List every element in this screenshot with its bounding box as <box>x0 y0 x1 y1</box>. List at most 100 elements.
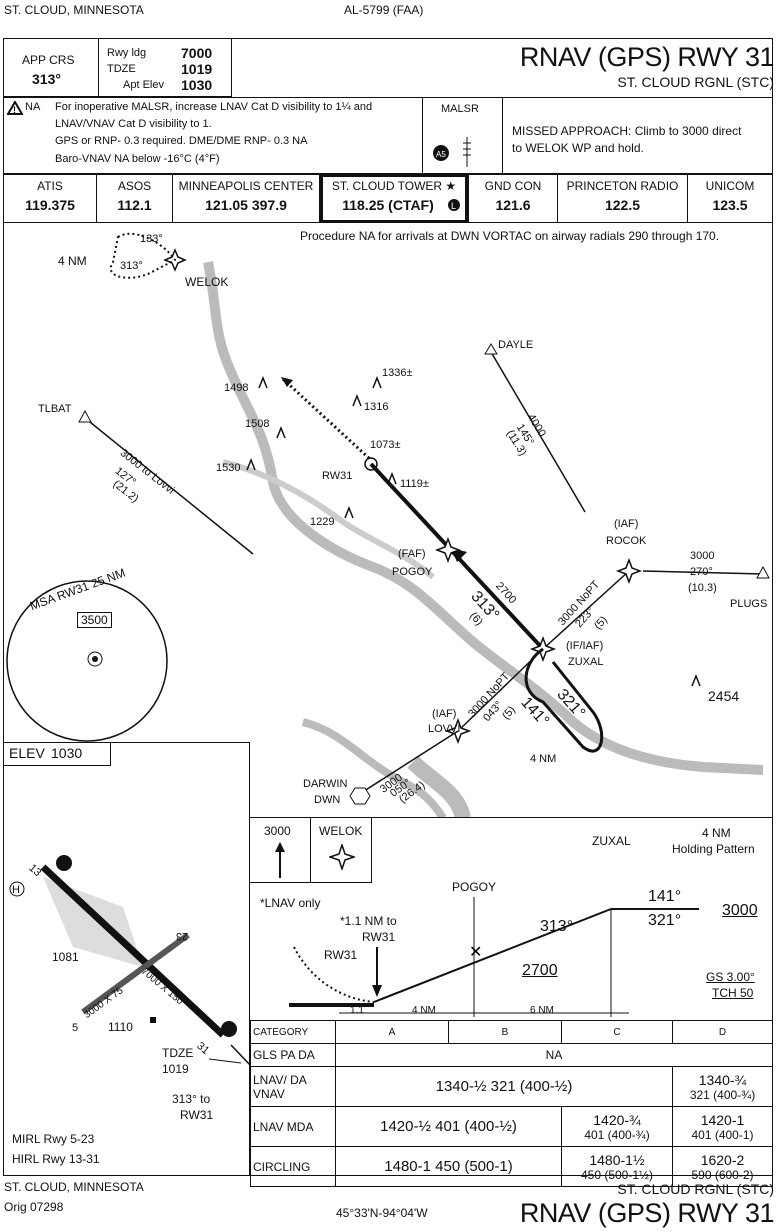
comm-freq: 119.375 <box>25 197 75 213</box>
minima-detail: 401 (400-¾) <box>584 1127 650 1142</box>
runway-number: 5 <box>72 1022 79 1034</box>
circling-label: CIRCLING <box>250 1146 336 1187</box>
nm-to-note: RW31 <box>362 930 396 944</box>
comm-label: UNICOM <box>705 179 755 193</box>
chart-id: AL-5799 (FAA) <box>344 3 424 17</box>
lnav-vnav-abc: 1340-½ 321 (400-½) <box>335 1066 673 1107</box>
obstacle-elev: 1508 <box>245 418 270 430</box>
rocok-iaf-label: (IAF) <box>614 518 639 530</box>
comm-freq: 118.25 (CTAF) <box>342 197 434 213</box>
comm-label: PRINCETON RADIO <box>566 179 679 193</box>
profile-altitude: 3000 <box>722 902 758 919</box>
plugs-distance: (10.3) <box>688 582 717 594</box>
lovvi-iaf-label: (IAF) <box>432 708 457 720</box>
runway-lighting-note: HIRL Rwy 13-31 <box>12 1152 100 1166</box>
hold-course: 133° <box>140 233 163 245</box>
climb-arrow-icon <box>275 842 285 878</box>
rocok-label: ROCOK <box>606 535 647 547</box>
faf-label: (FAF) <box>398 548 426 560</box>
obstacle-elev: 1229 <box>310 516 335 528</box>
airport-name: ST. CLOUD RGNL (STC) <box>617 74 774 90</box>
notes-row <box>3 97 773 174</box>
tdze-label: TDZE <box>107 63 136 75</box>
profile-distance: 4 NM <box>412 1005 436 1016</box>
missed-fix-box: WELOK <box>310 817 372 883</box>
gls-label: GLS PA DA <box>250 1043 336 1067</box>
pogoy-label: POGOY <box>392 566 433 578</box>
welok-label: WELOK <box>185 275 229 289</box>
course-to-runway: RW31 <box>180 1108 214 1122</box>
obstacle-elev: 1316 <box>364 401 389 413</box>
notes-box: ! NA For inoperative MALSR, increase LNA… <box>3 97 423 174</box>
course-to-runway: 313° to <box>172 1092 211 1106</box>
note-line: For inoperative MALSR, increase LNAV Cat… <box>55 101 373 113</box>
comm-tower: ST. CLOUD TOWER ★ 118.25 (CTAF) L <box>320 174 468 223</box>
comm-label: GND CON <box>484 179 542 193</box>
river-south <box>301 718 447 818</box>
profile-view <box>249 817 773 1020</box>
comm-ground: GND CON 121.6 <box>468 174 558 223</box>
nm-to-note: *1.1 NM to <box>340 914 397 928</box>
comm-freq: 123.5 <box>712 197 748 213</box>
lnav-vnav-text: LNAV/ <box>253 1072 287 1087</box>
stepdown-marker: ✕ <box>469 944 482 961</box>
lnav-only-note: *LNAV only <box>260 896 321 910</box>
dwn-label: DWN <box>314 794 341 806</box>
rw31-label: RW31 <box>322 470 353 482</box>
comm-freq: 121.05 397.9 <box>205 197 287 213</box>
missed-arrow <box>281 377 293 387</box>
lighting-icon: L <box>448 199 460 211</box>
chart-title: RNAV (GPS) RWY 31 <box>519 42 775 72</box>
app-crs-value: 313° <box>32 71 61 87</box>
tch: TCH 50 <box>712 986 754 1000</box>
category-a: A <box>335 1020 449 1044</box>
obstacle-elev: 1498 <box>224 382 249 394</box>
lake <box>407 756 471 818</box>
dayle-label: DAYLE <box>498 339 534 351</box>
plugs-label: PLUGS <box>730 598 768 610</box>
approach-light-icon <box>221 1021 237 1037</box>
minima-detail: 321 (400-¾) <box>689 1087 756 1102</box>
rwy-data-box: Rwy ldg 7000 TDZE 1019 Apt Elev 1030 <box>98 38 232 97</box>
comm-atis: ATIS 119.375 <box>3 174 97 223</box>
comm-label: MINNEAPOLIS CENTER <box>178 179 314 193</box>
dayle-route <box>490 351 586 513</box>
missed-turn <box>293 946 375 1003</box>
plugs-altitude: 3000 <box>690 550 715 562</box>
welok-label: WELOK <box>319 824 363 838</box>
obstacle-elev: 1073± <box>370 439 401 451</box>
minima-value: 1620-2 <box>700 1151 745 1168</box>
rwy-ldg-label: Rwy ldg <box>107 47 147 59</box>
comm-label: ATIS <box>37 179 63 193</box>
svg-text:!: ! <box>13 105 16 115</box>
heliport-icon <box>9 881 25 897</box>
category-b: B <box>448 1020 562 1044</box>
apron <box>43 877 143 967</box>
comm-unicom: UNICOM 123.5 <box>687 174 773 223</box>
obstacle-elev: 1081 <box>52 950 79 964</box>
app-crs-box: APP CRS 313° <box>3 38 99 97</box>
obstacle-elev: 1119± <box>400 478 429 490</box>
heliport-label: H <box>12 884 20 896</box>
profile-course: 141° <box>648 888 682 905</box>
profile-course: 321° <box>648 912 682 929</box>
footer-city: ST. CLOUD, MINNESOTA <box>4 1180 144 1194</box>
faf-waypoint-icon <box>434 536 462 564</box>
vortac-icon <box>349 787 371 805</box>
svg-text:A5: A5 <box>436 150 446 159</box>
minima-value: 1420-1 <box>700 1111 745 1128</box>
runway-5-23 <box>81 932 190 1015</box>
minima-detail: 590 (600-2) <box>691 1167 754 1182</box>
msa-altitude: 3500 <box>77 612 112 628</box>
msa-center-dot <box>92 656 98 662</box>
comm-label: ASOS <box>117 179 152 193</box>
dayle-fix-icon <box>484 343 498 355</box>
apt-elev-label: Apt Elev <box>123 79 164 91</box>
obstacle-elev: 2454 <box>708 688 740 704</box>
rw31-label: RW31 <box>324 948 358 962</box>
malsr-label: MALSR <box>441 103 479 115</box>
note-line: LNAV/VNAV Cat D visibility to 1. <box>55 118 212 130</box>
